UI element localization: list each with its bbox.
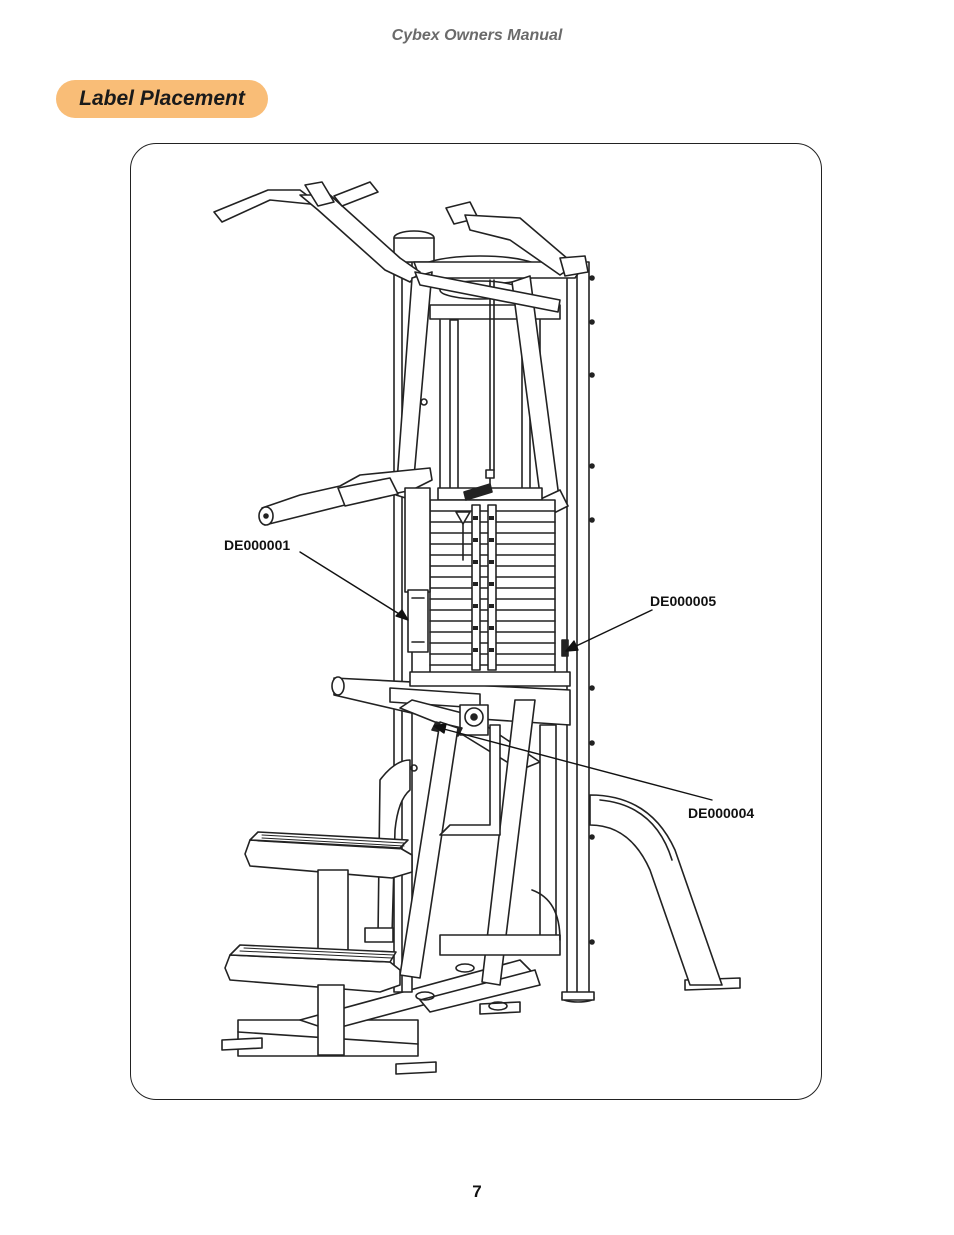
knee-assist-assembly — [331, 671, 571, 771]
label-markers — [561, 639, 569, 657]
step-upper — [244, 831, 413, 961]
leader-lines — [299, 551, 713, 801]
pullup-bar-left — [213, 181, 421, 283]
dip-handle-left — [258, 467, 433, 526]
callout-de000005: DE000005 — [650, 593, 717, 609]
pullup-bar-right — [445, 201, 589, 277]
weight-stack — [404, 469, 556, 679]
step-lower — [224, 944, 401, 1056]
page-number: 7 — [472, 1182, 482, 1201]
callout-de000001: DE000001 — [224, 537, 291, 553]
lower-arm-tubes — [364, 699, 561, 986]
illustration-frame — [130, 143, 822, 1100]
section-title: Label Placement — [79, 87, 245, 110]
rear-leg — [589, 794, 723, 986]
section-title-pill: Label Placement — [56, 80, 268, 118]
moving-arm-assembly — [395, 271, 561, 511]
callout-de000004: DE000004 — [688, 805, 755, 821]
manual-header: Cybex Owners Manual — [391, 27, 563, 44]
